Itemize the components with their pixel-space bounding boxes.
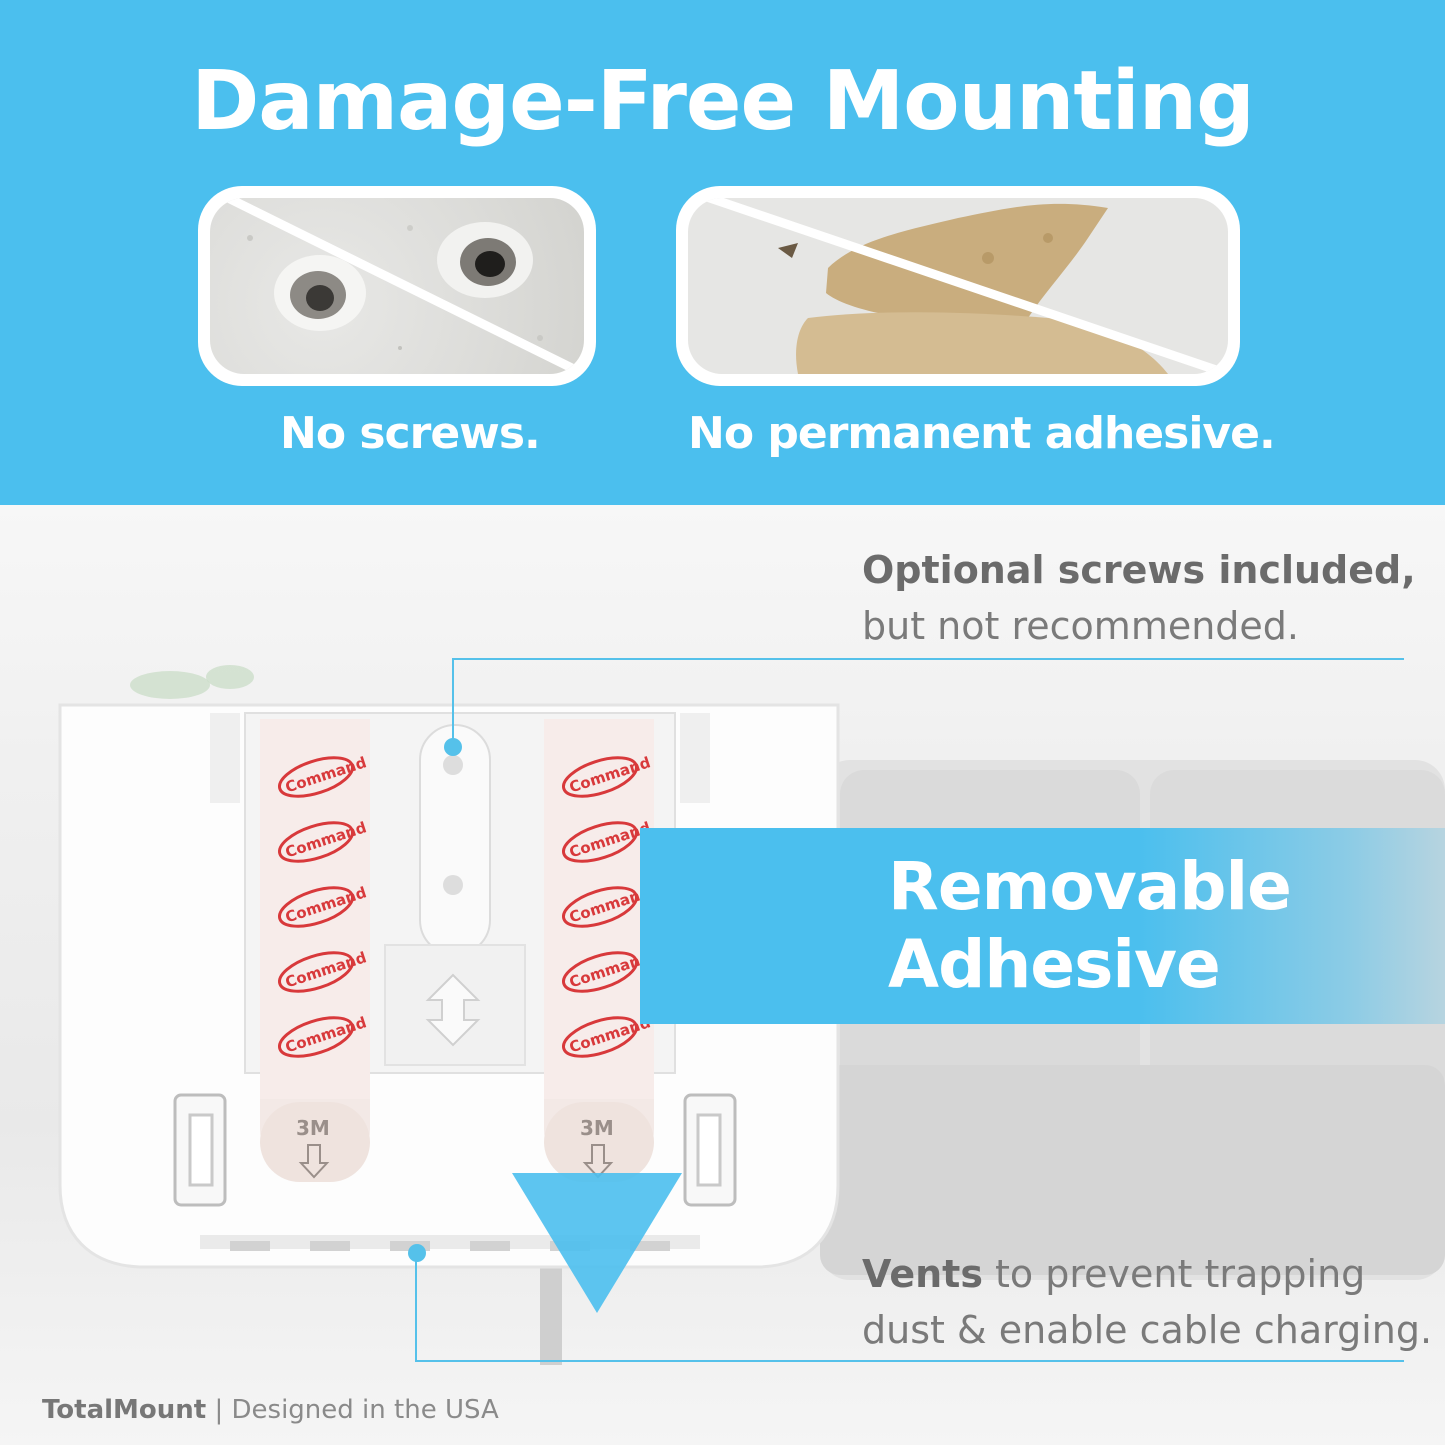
vents-leader-horizontal (415, 1360, 1404, 1362)
footer-tagline: Designed in the USA (231, 1395, 499, 1425)
top-banner: Damage-Free Mounting No screws. (0, 0, 1445, 505)
mount-plate (58, 703, 840, 1269)
no-adhesive-card (676, 186, 1240, 386)
vents-note-bold: Vents (862, 1252, 983, 1296)
vents-note-rest: to prevent trapping (982, 1252, 1366, 1296)
adhesive-strip-right: Command Command Command Command Command … (544, 719, 654, 1182)
vents-note: Vents to prevent trapping dust & enable … (862, 1246, 1432, 1358)
adhesive-residue-image (688, 198, 1228, 374)
feature-band (640, 828, 1445, 1024)
adhesive-strip-left: Command Command Command Command Command … (260, 719, 370, 1182)
pull-down-arrow-icon (512, 1173, 682, 1313)
strip-maker-text: 3M (296, 1116, 330, 1140)
headline: Damage-Free Mounting (191, 54, 1255, 149)
no-screws-caption: No screws. (280, 408, 541, 459)
screws-leader-horizontal (452, 658, 1404, 660)
no-screws-card (198, 186, 596, 386)
wall-holes-icon (218, 198, 584, 374)
footer-brand: TotalMount (42, 1395, 207, 1425)
screws-leader-dot (444, 738, 462, 756)
vents-note-line2: dust & enable cable charging. (862, 1308, 1433, 1352)
vents-leader-dot (408, 1244, 426, 1262)
feature-title: Removable Adhesive (888, 848, 1292, 1004)
screws-note-line1: Optional screws included, (862, 548, 1416, 592)
feature-line2: Adhesive (888, 926, 1221, 1003)
strip-maker-text: 3M (580, 1116, 614, 1140)
no-adhesive-caption: No permanent adhesive. (688, 408, 1276, 459)
vents-leader-vertical (415, 1252, 417, 1362)
screws-note: Optional screws included, but not recomm… (862, 542, 1416, 654)
footer: TotalMount | Designed in the USA (42, 1395, 499, 1425)
feature-line1: Removable (888, 848, 1292, 925)
screws-note-line2: but not recommended. (862, 604, 1299, 648)
footer-separator: | (206, 1395, 232, 1425)
screws-leader-vertical (452, 658, 454, 748)
wall-holes-image (210, 198, 584, 374)
adhesive-residue-icon (696, 198, 1228, 374)
